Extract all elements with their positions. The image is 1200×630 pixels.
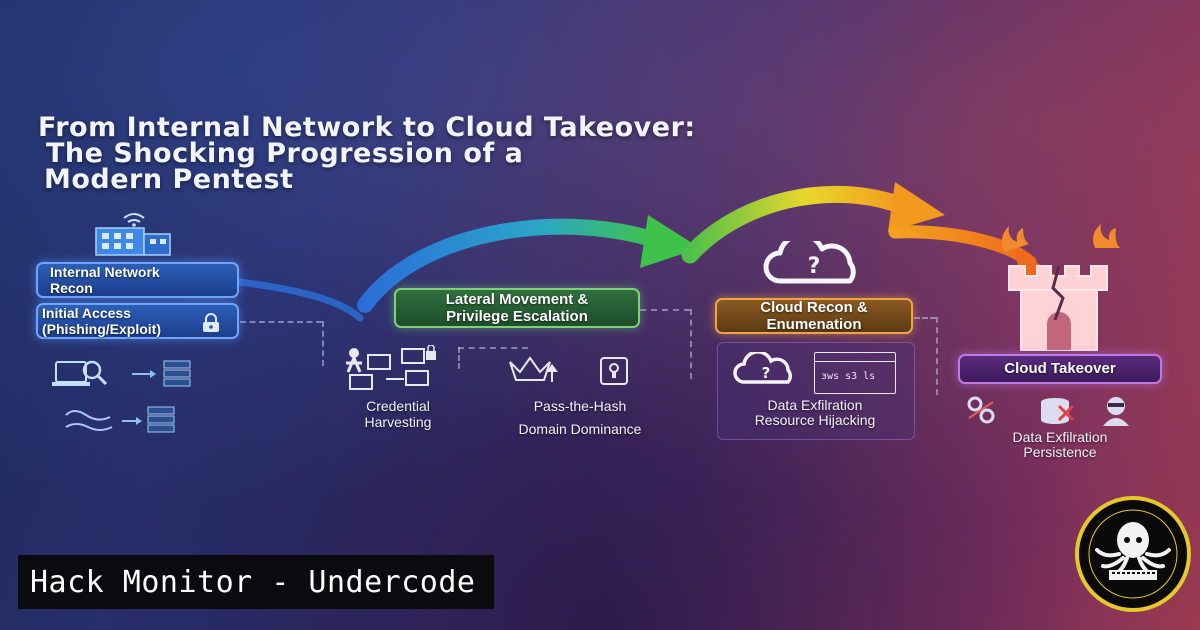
lock-icon [203, 313, 219, 332]
title-line-3: Modern Pentest [44, 164, 294, 195]
stage-cloud-recon: Cloud Recon & Enumenation [715, 298, 913, 334]
connector-1b [322, 321, 324, 366]
svg-text:?: ? [808, 254, 821, 279]
cloud-question-small-icon: ? [733, 352, 793, 384]
credential-harvest-icon [346, 345, 436, 390]
label-domain-dominance: Domain Dominance [518, 421, 642, 437]
svg-text:?: ? [762, 364, 771, 382]
network-server-icon [65, 406, 175, 433]
connector-3b [936, 317, 938, 395]
office-building-icon [95, 213, 171, 256]
arrow-tail-1 [236, 278, 364, 322]
laptop-search-icon [52, 360, 191, 387]
terminal-titlebar [815, 353, 895, 362]
arrow-head-1 [640, 215, 700, 268]
label-credential-harvesting: Credential Harvesting [364, 398, 432, 430]
cloud-question-icon: ? [763, 241, 856, 284]
cloud-recon-panel [717, 342, 915, 440]
octopus-icon [1088, 509, 1178, 599]
connector-3a [914, 317, 936, 319]
stage-internal-recon: Internal Network Recon [36, 262, 239, 298]
label-data-exfil-resource: Data Exfilration Resource Hijacking [754, 397, 876, 429]
connector-1a [240, 321, 322, 323]
stage-lateral-movement: Lateral Movement & Privilege Escalation [394, 288, 640, 328]
undercode-logo [1075, 496, 1191, 612]
brand-banner: Hack Monitor - Undercode [18, 555, 494, 609]
terminal-window: ɜws s3 ls [814, 352, 896, 394]
stage-cloud-takeover: Cloud Takeover [958, 354, 1162, 384]
arrow-curve-1 [357, 218, 663, 313]
terminal-command: ɜws s3 ls [821, 371, 876, 382]
stage-initial-access-label: Initial Access (Phishing/Exploit) [42, 304, 161, 337]
connector-2c [458, 347, 528, 349]
connector-2b [690, 309, 692, 379]
connector-2a [640, 309, 690, 311]
connector-2d [458, 347, 460, 369]
title-line-2: The Shocking Progression of a [46, 138, 524, 169]
brand-text: Hack Monitor - Undercode [30, 564, 476, 600]
label-pass-the-hash: Pass-the-Hash [533, 398, 627, 414]
arrow-head-2 [888, 182, 945, 232]
crown-vault-icon [509, 356, 628, 385]
castle-tower-icon [1001, 224, 1120, 351]
title-line-1: From Internal Network to Cloud Takeover: [38, 112, 696, 143]
takeover-icons [967, 396, 1129, 426]
arrow-curve-2 [681, 185, 909, 264]
label-data-exfil-persistence: Data Exfilration Persistence [1012, 429, 1108, 461]
